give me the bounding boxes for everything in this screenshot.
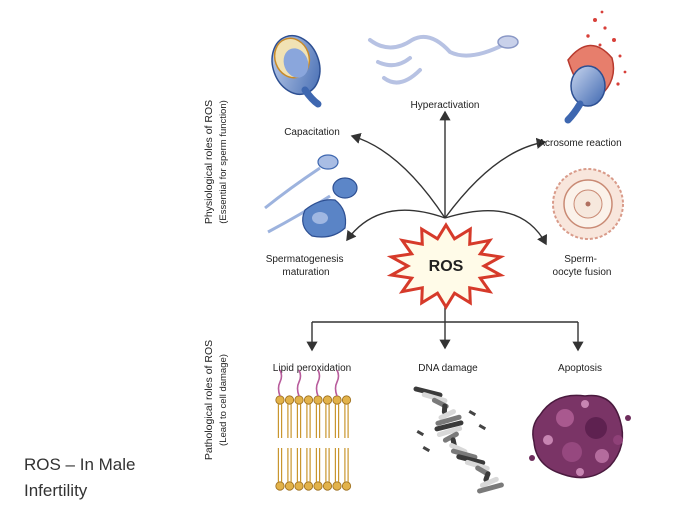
acrosome-reaction-illustration [564, 10, 627, 124]
label-spermatogenesis: Spermatogenesis maturation [266, 254, 347, 278]
ros-burst: ROS [386, 222, 506, 310]
label-capacitation: Capacitation [284, 127, 340, 138]
label-lipid-peroxidation: Lipid peroxidation [273, 363, 351, 374]
label-apoptosis: Apoptosis [558, 363, 602, 374]
label-acrosome-reaction: Acrosome reaction [538, 138, 621, 149]
arrow-to-capacitation [350, 132, 446, 219]
pathological-subtitle: (Lead to cell damage) [218, 354, 229, 446]
physiological-title: Physiological roles of ROS [203, 100, 215, 224]
physiological-arrows [346, 110, 548, 246]
sperm-oocyte-fusion-illustration [552, 168, 624, 240]
pathological-title: Pathological roles of ROS [203, 340, 215, 460]
arrow-to-spermatogenesis [346, 209, 446, 242]
slide-caption: ROS – In Male Infertility [24, 452, 204, 504]
hyperactivation-illustration [368, 35, 519, 85]
label-hyperactivation: Hyperactivation [411, 100, 480, 111]
lipid-peroxidation-illustration [275, 369, 352, 491]
label-dna-damage: DNA damage [418, 363, 478, 374]
dna-damage-illustration [413, 386, 504, 494]
pathological-side-label: Pathological roles of ROS (Lead to cell … [203, 340, 229, 460]
apoptosis-illustration [529, 394, 631, 479]
physiological-side-label: Physiological roles of ROS (Essential fo… [203, 100, 229, 224]
arrow-to-sperm-oocyte-fusion [444, 209, 548, 246]
caption-line-1: ROS – In Male [24, 455, 136, 474]
physiological-subtitle: (Essential for sperm function) [218, 100, 229, 224]
capacitation-illustration [271, 34, 322, 108]
arrow-to-acrosome-reaction [444, 137, 547, 219]
spermatogenesis-illustration [264, 154, 358, 238]
ros-center-label: ROS [429, 258, 464, 275]
label-sperm-oocyte-fusion: Sperm- oocyte fusion [553, 254, 612, 278]
caption-line-2: Infertility [24, 481, 88, 500]
